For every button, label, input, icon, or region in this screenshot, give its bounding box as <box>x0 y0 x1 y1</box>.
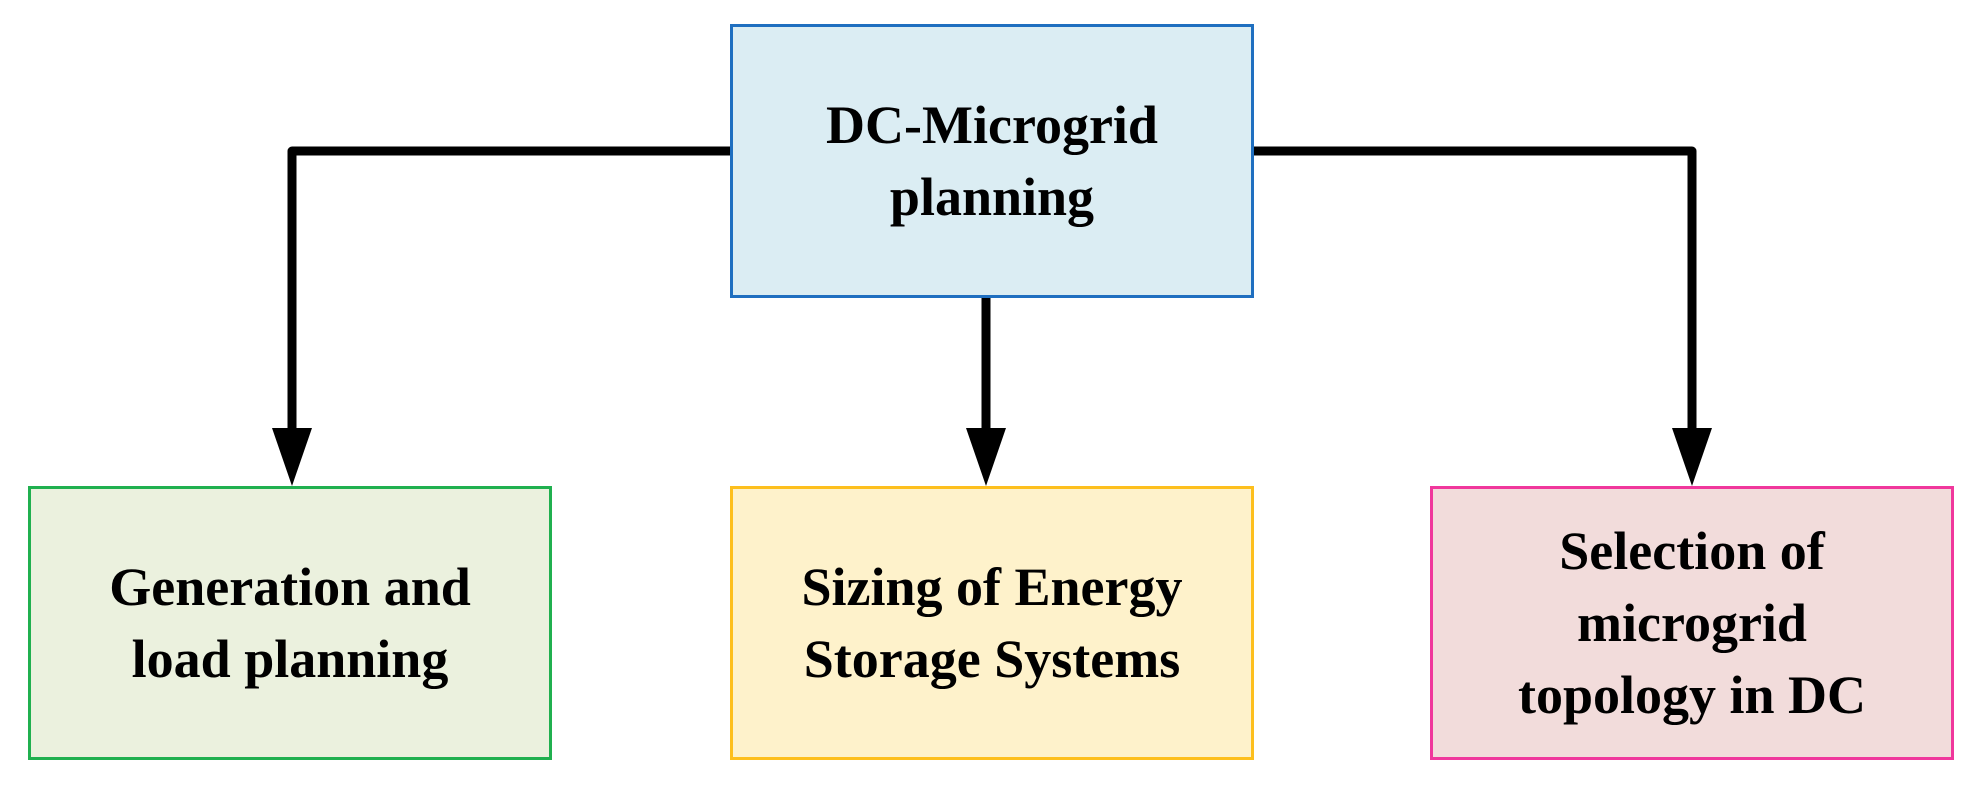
connector-root-to-generation <box>287 146 739 453</box>
arrowhead-sizing <box>966 428 1006 486</box>
sizing-node-label: Sizing of Energy Storage Systems <box>801 557 1183 689</box>
arrowhead-generation <box>272 428 312 486</box>
connector-root-to-topology <box>1246 146 1697 453</box>
root-node-box: DC-Microgrid planning <box>730 24 1254 298</box>
sizing-node-box: Sizing of Energy Storage Systems <box>730 486 1254 760</box>
arrowhead-topology <box>1672 428 1712 486</box>
root-node-label: DC-Microgrid planning <box>826 95 1158 227</box>
topology-node-box: Selection of microgrid topology in DC <box>1430 486 1954 760</box>
topology-node-label: Selection of microgrid topology in DC <box>1517 521 1867 725</box>
generation-node-box: Generation and load planning <box>28 486 552 760</box>
generation-node-label: Generation and load planning <box>109 557 471 689</box>
